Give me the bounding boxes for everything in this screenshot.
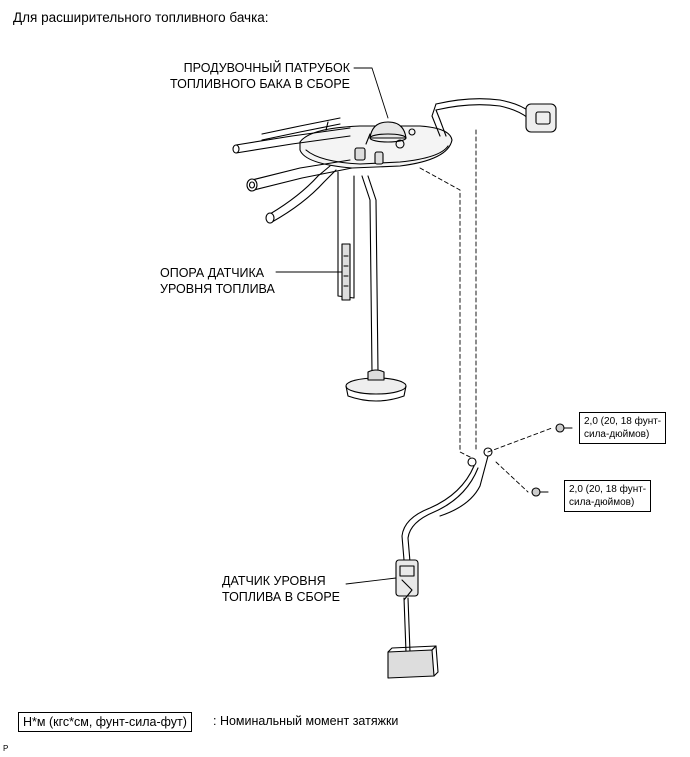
- purge-assembly-label: ПРОДУВОЧНЫЙ ПАТРУБОК ТОПЛИВНОГО БАКА В С…: [160, 60, 350, 92]
- gauge-stay-label: ОПОРА ДАТЧИКА УРОВНЯ ТОПЛИВА: [160, 265, 275, 297]
- fuel-pipes: [232, 117, 353, 224]
- gauge-stay: [337, 171, 407, 402]
- leader-lines: [275, 67, 397, 585]
- torque-spec-lower-line2: сила-дюймов): [569, 497, 635, 508]
- torque-legend-box: Н*м (кгс*см, фунт-сила-фут): [18, 712, 192, 732]
- torque-spec-lower-line1: 2,0 (20, 18 фунт-: [569, 484, 647, 495]
- torque-spec-upper-line1: 2,0 (20, 18 фунт-: [584, 416, 662, 427]
- screws: [467, 423, 573, 497]
- torque-spec-upper: 2,0 (20, 18 фунт- сила-дюймов): [579, 412, 667, 444]
- sender-gauge-label: ДАТЧИК УРОВНЯ ТОПЛИВА В СБОРЕ: [222, 573, 340, 605]
- wire-harness: [431, 98, 557, 137]
- fuel-sender-gauge: [387, 559, 439, 679]
- torque-spec-lower: 2,0 (20, 18 фунт- сила-дюймов): [564, 480, 652, 512]
- sender-gauge-label-line2: ТОПЛИВА В СБОРЕ: [222, 590, 340, 604]
- sender-gauge-label-line1: ДАТЧИК УРОВНЯ: [222, 574, 326, 588]
- figure-code: P: [3, 744, 9, 753]
- purge-assembly-label-line2: ТОПЛИВНОГО БАКА В СБОРЕ: [170, 77, 350, 91]
- gauge-stay-label-line1: ОПОРА ДАТЧИКА: [160, 266, 265, 280]
- torque-spec-upper-line2: сила-дюймов): [584, 429, 650, 440]
- sender-wires: [401, 455, 489, 563]
- purge-assembly-label-line1: ПРОДУВОЧНЫЙ ПАТРУБОК: [183, 61, 350, 75]
- torque-legend-description: : Номинальный момент затяжки: [213, 714, 399, 728]
- page-header: Для расширительного топливного бачка:: [13, 10, 269, 25]
- gauge-stay-label-line2: УРОВНЯ ТОПЛИВА: [160, 282, 275, 296]
- flange-plate: [299, 121, 453, 169]
- assembly-guide-lines: [419, 129, 553, 493]
